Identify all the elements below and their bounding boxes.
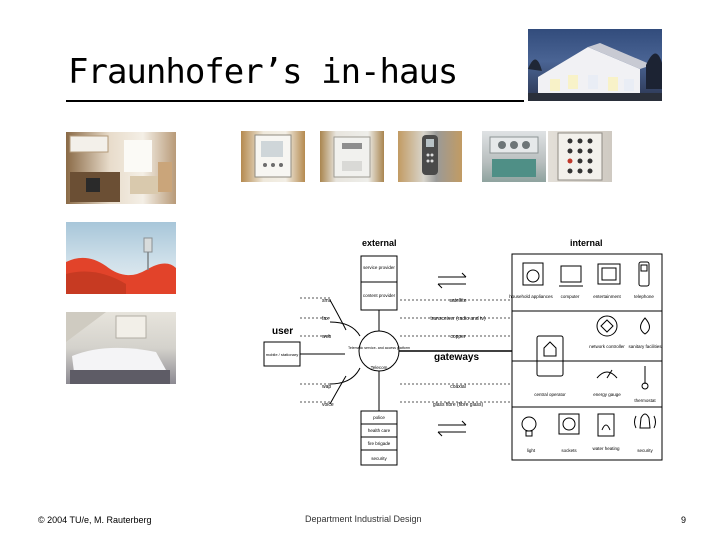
computer-icon <box>560 265 582 283</box>
device-label: energy gauge <box>593 392 621 397</box>
device-label: computer <box>561 294 580 299</box>
device-label: thermostat <box>634 398 656 403</box>
channel-label: sms <box>322 298 332 304</box>
footer-copyright: © 2004 TU/e, M. Rauterberg <box>38 515 152 525</box>
kitchen-photo <box>66 132 176 204</box>
water-drop-icon <box>640 317 650 335</box>
channel-label: wap <box>322 384 331 390</box>
handset-photo <box>398 131 462 182</box>
external-top-box-label: service provider <box>363 265 395 270</box>
alarm-bell-icon <box>639 413 651 429</box>
socket-icon <box>558 413 580 435</box>
internal-frame <box>511 253 663 461</box>
device-label: telephone <box>634 294 654 299</box>
network-label: copper <box>450 334 466 340</box>
washing-machine-icon <box>522 262 544 286</box>
lightbulb-icon <box>521 416 537 432</box>
network-controller-icon <box>596 315 618 337</box>
display-panel-photo <box>482 131 546 182</box>
device-label: household appliances <box>509 294 553 299</box>
keypad-photo <box>548 131 612 182</box>
footer-department: Department Industrial Design <box>305 514 422 524</box>
central-operator-panel <box>536 335 564 377</box>
internal-header: internal <box>570 238 603 248</box>
network-label: coaxial <box>450 384 466 390</box>
slide-title: Fraunhofer’s in-haus <box>68 52 458 92</box>
channel-label: voice <box>322 402 334 408</box>
hub-sub-label: Telecom <box>371 365 388 370</box>
device-label: central operator <box>534 392 566 397</box>
device-label: light <box>527 448 536 453</box>
external-bottom-box-label: fire brigade <box>368 441 391 446</box>
touch-panel-photo <box>241 131 305 182</box>
network-label: glass fibre (fibre glass) <box>433 402 484 408</box>
device-label: entertainment <box>593 294 621 299</box>
external-top-box-label: content provider <box>363 293 396 298</box>
external-bottom-box-label: health care <box>368 428 391 433</box>
mobile-stationary-box <box>263 341 301 367</box>
device-label: sanitary facilities <box>628 344 662 349</box>
external-bottom-box-label: security <box>371 456 387 461</box>
bedroom-photo <box>66 312 176 384</box>
house-photo <box>528 29 662 101</box>
device-label: network controller <box>589 344 625 349</box>
lamp-photo <box>66 222 176 294</box>
control-unit-photo <box>320 131 384 182</box>
hub-label: Telematic service- and access platform <box>348 346 410 350</box>
title-underline <box>66 100 524 102</box>
device-label: water heating <box>592 446 620 451</box>
network-label: transceiver (radio and tv) <box>430 316 486 322</box>
external-header: external <box>362 238 397 248</box>
water-heater-icon <box>597 413 615 437</box>
channel-label: fax <box>322 316 329 322</box>
device-label: sockets <box>561 448 577 453</box>
external-bottom-box-label: police <box>373 415 385 420</box>
energy-gauge-icon <box>596 371 618 379</box>
channel-label: web <box>322 334 331 340</box>
user-label: user <box>272 326 293 337</box>
network-label: satellite <box>450 298 467 304</box>
device-label: security <box>637 448 653 453</box>
tv-icon <box>597 263 621 285</box>
page-number: 9 <box>681 515 687 525</box>
mobile-box-label: mobile / stationary <box>266 352 298 357</box>
telephone-icon <box>638 261 650 287</box>
gateways-label: gateways <box>434 352 479 363</box>
